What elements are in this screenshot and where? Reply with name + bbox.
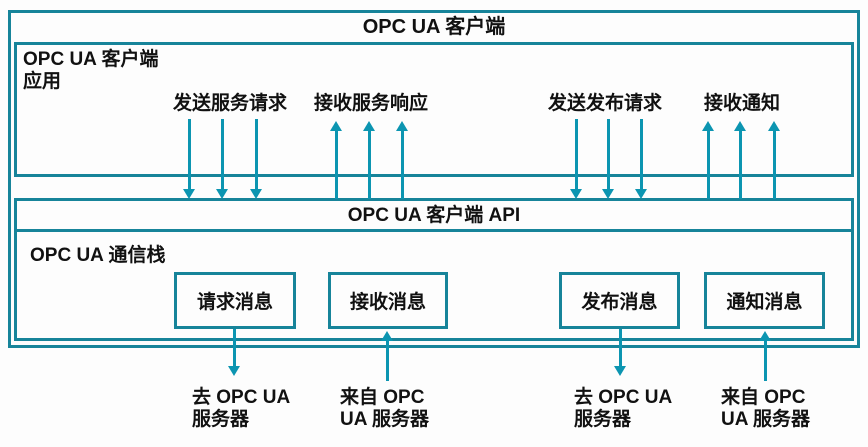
request-message-to-server-arrow-head <box>228 366 240 376</box>
receive-notification-arrow-2-head <box>734 121 746 131</box>
publish-message-to-server-arrow-head <box>614 366 626 376</box>
client-app-label: OPC UA 客户端 应用 <box>23 49 159 92</box>
api-stack-divider <box>17 229 851 232</box>
flow-label-2: 接收服务响应 <box>313 93 428 114</box>
publish-message-to-server-arrow-line <box>619 329 622 368</box>
receive-service-response-arrow-1-line <box>335 129 338 199</box>
server-label-1: 去 OPC UA 服务器 <box>192 387 291 430</box>
send-publish-request-arrow-1-line <box>575 119 578 191</box>
receive-notification-arrow-2-line <box>739 129 742 199</box>
notification-message-from-server-arrow-head <box>759 331 771 341</box>
receive-service-response-arrow-3-line <box>401 129 404 199</box>
flow-label-1: 发送服务请求 <box>172 93 287 114</box>
server-label-3: 去 OPC UA 服务器 <box>574 387 673 430</box>
receive-service-response-arrow-2-head <box>363 121 375 131</box>
send-publish-request-arrow-2-line <box>607 119 610 191</box>
send-service-request-arrow-1-head <box>183 189 195 199</box>
message-box-1: 请求消息 <box>174 272 296 329</box>
receive-notification-arrow-1-head <box>702 121 714 131</box>
message-box-4: 通知消息 <box>704 272 825 329</box>
send-service-request-arrow-2-line <box>221 119 224 191</box>
client-outer-box <box>8 10 860 348</box>
request-message-to-server-arrow-line <box>233 329 236 368</box>
receive-message-from-server-arrow-line <box>386 339 389 381</box>
send-service-request-arrow-3-line <box>255 119 258 191</box>
api-bar-label: OPC UA 客户端 API <box>347 205 521 226</box>
receive-service-response-arrow-1-head <box>330 121 342 131</box>
api-and-stack-box <box>14 198 854 341</box>
send-publish-request-arrow-3-head <box>635 189 647 199</box>
flow-label-3: 发送发布请求 <box>547 93 662 114</box>
send-publish-request-arrow-2-head <box>602 189 614 199</box>
diagram-title: OPC UA 客户端 <box>362 16 506 38</box>
flow-label-4: 接收通知 <box>703 93 780 114</box>
send-publish-request-arrow-1-head <box>570 189 582 199</box>
message-box-2: 接收消息 <box>328 272 448 329</box>
send-service-request-arrow-1-line <box>188 119 191 191</box>
message-box-3: 发布消息 <box>559 272 680 329</box>
server-label-4: 来自 OPC UA 服务器 <box>721 387 811 430</box>
receive-notification-arrow-3-head <box>768 121 780 131</box>
notification-message-from-server-arrow-line <box>764 339 767 381</box>
receive-notification-arrow-1-line <box>707 129 710 199</box>
server-label-2: 来自 OPC UA 服务器 <box>340 387 430 430</box>
receive-service-response-arrow-2-line <box>368 129 371 199</box>
client-app-box <box>14 42 854 177</box>
send-service-request-arrow-2-head <box>216 189 228 199</box>
send-service-request-arrow-3-head <box>250 189 262 199</box>
receive-service-response-arrow-3-head <box>396 121 408 131</box>
receive-message-from-server-arrow-head <box>381 331 393 341</box>
receive-notification-arrow-3-line <box>773 129 776 199</box>
comm-stack-label: OPC UA 通信栈 <box>30 245 166 266</box>
send-publish-request-arrow-3-line <box>640 119 643 191</box>
